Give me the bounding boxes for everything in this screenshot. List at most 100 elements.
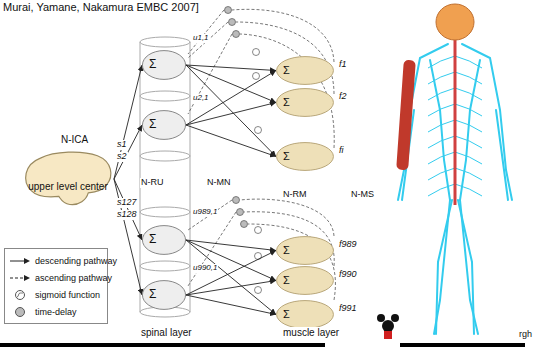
circle-shape [225,7,232,14]
descending-pathway [114,179,142,295]
muscle-ellipse [277,89,334,117]
time-delay-sample [16,307,25,316]
muscle-unit: Σ [276,300,334,329]
rib-nerve [455,152,482,164]
descending-pathway [186,251,276,296]
descending-pathway [186,103,276,126]
descending-pathway [186,240,276,315]
time-delay-symbol [225,7,248,228]
descending-pathway [114,65,142,179]
sigmoid-symbol [253,49,262,294]
signal-name: s1 [116,140,128,150]
legend-row: sigmoid function [9,286,103,303]
muscle-unit: Σ [276,88,334,117]
circle-shape [237,209,244,216]
path-shape [232,9,334,62]
spinal-ellipse [142,111,185,140]
spinal-outline [142,110,186,140]
rib-nerve [428,152,455,164]
spinal-outline [142,280,186,310]
muscle-ellipse [277,267,334,295]
descending-pathway [186,281,276,296]
circle-shape [255,227,262,234]
rib-nerve [455,72,482,84]
signal-name: u2,1 [192,94,210,103]
muscle-unit: Σ [276,142,334,171]
line-shape [190,42,191,312]
dashed-line-sample [10,277,24,278]
signal-name: f989 [338,240,358,250]
ellipse-shape [140,261,190,271]
signal-name: u990,1 [192,264,218,273]
rib-nerve [455,104,482,116]
rib-nerve [455,56,482,68]
ellipse-shape [140,207,190,217]
rib-nerve [428,56,455,68]
legend-box: descending pathwayascending pathway sigmo… [4,248,108,324]
sum-symbol: Σ [149,118,156,131]
group-name: N-RU [140,178,165,188]
signal-name: f2 [338,92,348,102]
brain-outline [26,152,111,205]
muscle-unit: Σ [276,236,334,265]
muscle-arm [396,60,416,171]
descending-pathway [186,125,276,157]
legend-row: time-delay [9,303,103,320]
muscle-ellipse [277,143,334,171]
path-shape [236,22,334,94]
descending-pathway [186,65,276,71]
signal-name: s2 [116,152,128,162]
rib-nerve [428,72,455,84]
signal-name: u1,1 [192,34,210,43]
signal-name: f990 [338,270,358,280]
signal-name: f991 [338,304,358,314]
signal-name: fi [338,146,345,156]
muscle-ellipse [277,301,334,329]
legend-text: ascending pathway [35,273,112,283]
upper-level-center: upper level center [22,150,114,208]
rib-nerve [455,136,482,148]
group-name: N-MS [350,190,375,200]
descending-pathway [186,65,276,103]
spinal-cord [454,36,457,205]
sum-symbol: Σ [149,233,156,246]
sum-symbol: Σ [149,58,156,71]
descending-pathway [114,179,142,240]
sum-symbol: Σ [283,274,290,286]
path-shape [188,200,232,230]
spinal-unit: Σ [142,50,186,80]
ellipse-shape [140,151,190,161]
path-shape [240,34,334,148]
legend-row: descending pathway [9,252,103,269]
legend-row: ascending pathway [9,269,103,286]
descending-pathway [186,240,276,281]
rib-nerve [455,184,482,196]
muscle-ellipse [277,237,334,265]
solid-line-sample [10,260,24,261]
path-shape [188,10,224,54]
sum-symbol: Σ [283,96,290,108]
arrowhead-sample [24,275,30,281]
rib-nerve [428,136,455,148]
spinal-cylinder [140,37,190,317]
group-name: N-ICA [60,134,89,145]
muscle-ellipse [277,57,334,85]
sum-symbol: Σ [149,288,156,301]
spinal-outline [142,225,186,255]
citation: Murai, Yamane, Nakamura EMBC 2007] [2,1,200,13]
rib-nerve [428,120,455,132]
arrowhead-sample [24,258,30,264]
sum-symbol: Σ [283,64,290,76]
legend-text: sigmoid function [35,290,100,300]
circle-shape [255,127,262,134]
brain-outline [22,150,114,208]
spinal-unit: Σ [142,280,186,310]
rib-nerve [455,168,482,180]
sigmoid-sample [16,290,25,299]
spinal-unit: Σ [142,225,186,255]
layer-name: muscle layer [282,327,340,338]
circle-shape [377,314,385,322]
spinal-ellipse [142,226,185,255]
